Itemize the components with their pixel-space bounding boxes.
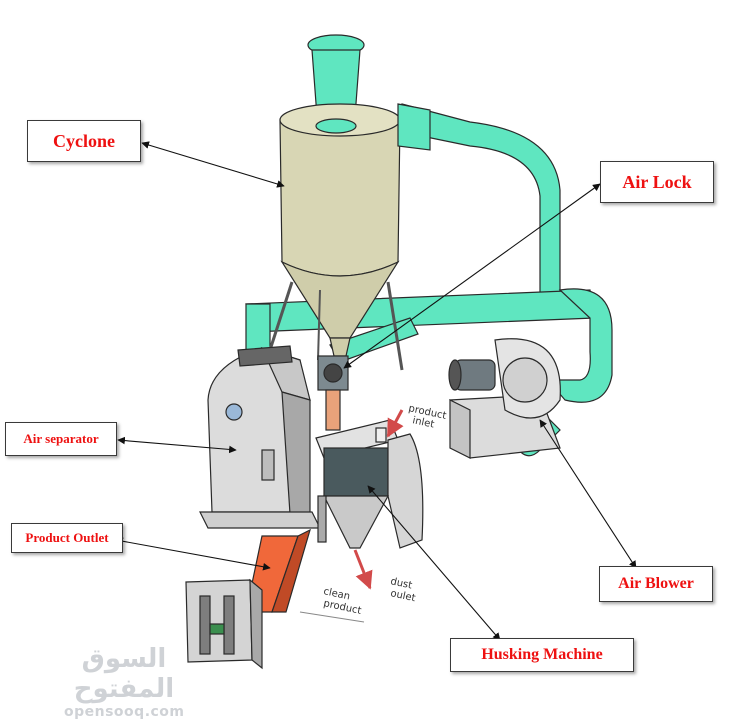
air-lock-unit	[317, 355, 349, 431]
air-lock-arrow	[343, 183, 601, 369]
label-air-separator-text: Air separator	[23, 431, 99, 446]
label-air-lock: Air Lock	[600, 161, 714, 203]
label-air-blower: Air Blower	[599, 566, 713, 602]
label-cyclone: Cyclone	[27, 120, 141, 162]
air-blower-arrow	[539, 419, 637, 569]
return-duct	[245, 289, 595, 333]
opensooq-watermark: السوق المفتوح opensooq.com	[64, 644, 184, 720]
label-air-lock-text: Air Lock	[622, 171, 692, 192]
clean-product-text-2: product	[322, 598, 362, 617]
cyclone-outlet-box	[397, 103, 431, 151]
dust-outlet-arrow	[353, 549, 373, 590]
label-air-blower-text: Air Blower	[618, 575, 694, 592]
clean-product-text-1: clean	[322, 586, 351, 602]
label-husking-machine: Husking Machine	[450, 638, 634, 672]
product-outlet-arrow	[115, 537, 271, 571]
label-product-outlet: Product Outlet	[11, 523, 123, 553]
watermark-latin: opensooq.com	[64, 704, 185, 720]
label-product-outlet-text: Product Outlet	[25, 530, 109, 545]
product-inlet-text-2: inlet	[411, 415, 435, 430]
product-inlet-arrow	[386, 409, 404, 438]
husking-machine-arrow	[367, 485, 501, 641]
label-air-separator: Air separator	[5, 422, 117, 456]
air-blower-unit	[448, 338, 561, 459]
cyclone-arrow	[141, 141, 285, 188]
leader-arrows	[115, 141, 637, 641]
husking-machine-unit	[315, 419, 424, 549]
label-cyclone-text: Cyclone	[53, 130, 115, 151]
bagging-stand	[185, 578, 263, 670]
dust-outlet-text-2: oulet	[389, 588, 416, 604]
husking-panel	[323, 447, 389, 497]
air-separator-unit	[199, 345, 321, 529]
air-separator-arrow	[117, 436, 237, 454]
separator-down-duct	[245, 303, 271, 351]
watermark-arabic: السوق المفتوح	[73, 644, 175, 704]
label-husking-machine-text: Husking Machine	[481, 646, 603, 663]
